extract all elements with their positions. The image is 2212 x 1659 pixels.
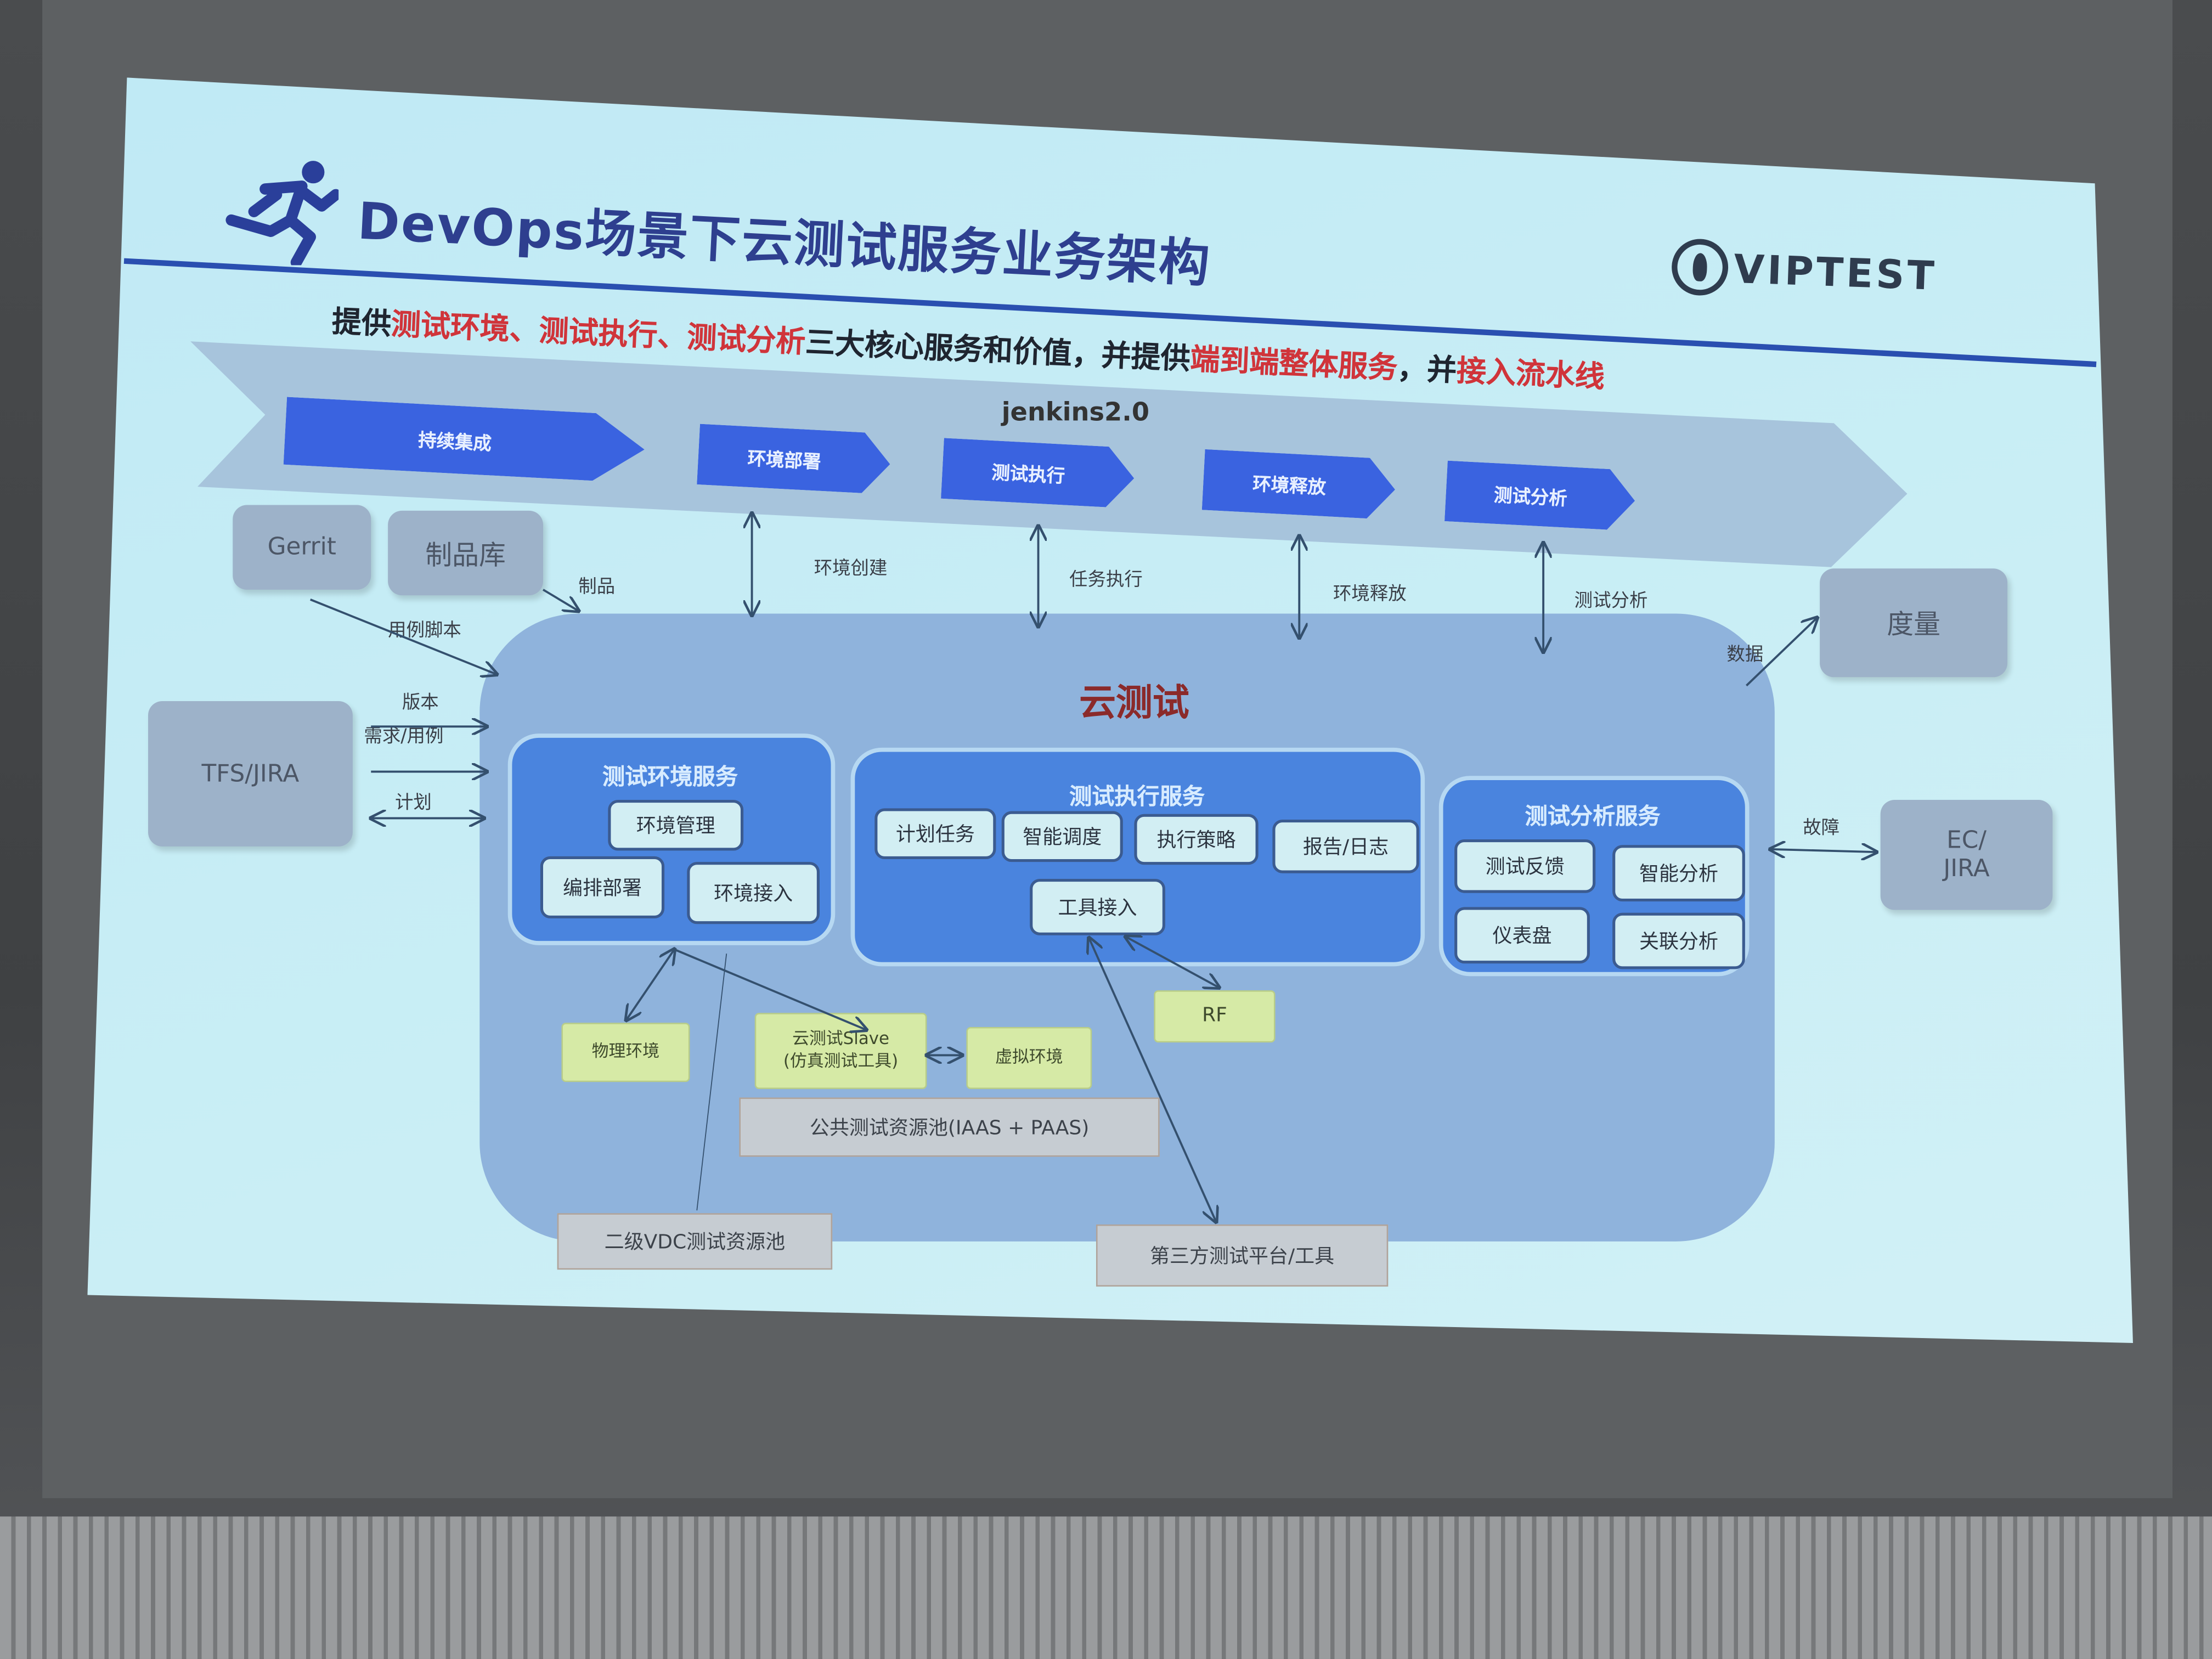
panel-title: 测试环境服务 xyxy=(602,763,738,790)
arrow-case-script xyxy=(309,599,496,674)
label-requirement-case: 需求/用例 xyxy=(364,726,444,748)
cloud-test-title: 云测试 xyxy=(1079,682,1189,725)
planned-task-box: 计划任务 xyxy=(874,808,996,859)
arrow-cloud-slave xyxy=(674,948,866,1030)
env-management-box: 环境管理 xyxy=(608,799,744,851)
label-case-script: 用例脚本 xyxy=(388,620,461,642)
arrow-fault xyxy=(1770,849,1876,852)
arrow-physical-env xyxy=(627,950,674,1020)
metrics-box: 度量 xyxy=(1820,568,2008,678)
dashboard-box: 仪表盘 xyxy=(1454,907,1590,964)
jenkins-label: jenkins2.0 xyxy=(1001,398,1150,428)
arrow-third-party xyxy=(1089,938,1216,1222)
tool-access-box: 工具接入 xyxy=(1030,878,1165,935)
smart-analysis-box: 智能分析 xyxy=(1612,845,1745,902)
ec-jira-box: EC/ JIRA xyxy=(1880,799,2053,910)
arrow-artifact xyxy=(542,589,578,611)
link-test-analysis: 测试分析 xyxy=(1574,591,1648,612)
vdc-resource-pool-box: 二级VDC测试资源池 xyxy=(557,1213,833,1270)
test-feedback-box: 测试反馈 xyxy=(1454,839,1596,893)
artifact-repo-box: 制品库 xyxy=(388,510,543,596)
test-analysis-service-panel: 测试分析服务 测试反馈 智能分析 仪表盘 关联分析 xyxy=(1438,776,1750,977)
link-task-exec: 任务执行 xyxy=(1069,569,1143,591)
link-env-create: 环境创建 xyxy=(814,558,888,580)
label-version: 版本 xyxy=(402,692,439,714)
running-man-icon xyxy=(225,161,339,266)
label-data: 数据 xyxy=(1726,645,1764,666)
exec-strategy-box: 执行策略 xyxy=(1134,814,1259,865)
tfs-jira-box: TFS/JIRA xyxy=(148,701,353,847)
label-artifact: 制品 xyxy=(578,577,616,599)
panel-title: 测试执行服务 xyxy=(1069,783,1205,810)
orchestration-deploy-box: 编排部署 xyxy=(540,856,665,918)
correlation-analysis-box: 关联分析 xyxy=(1612,912,1745,969)
arrow-data xyxy=(1746,618,1817,687)
window-blinds xyxy=(0,1516,2212,1659)
divider-line xyxy=(696,953,727,1211)
virtual-env-box: 虚拟环境 xyxy=(966,1026,1092,1090)
label-fault: 故障 xyxy=(1803,818,1840,839)
test-exec-service-panel: 测试执行服务 计划任务 智能调度 执行策略 报告/日志 工具接入 xyxy=(850,747,1425,967)
test-env-service-panel: 测试环境服务 环境管理 编排部署 环境接入 xyxy=(507,733,836,945)
smart-scheduling-box: 智能调度 xyxy=(1001,811,1123,862)
report-log-box: 报告/日志 xyxy=(1272,819,1419,873)
arrow-rf xyxy=(1126,936,1219,988)
link-env-release: 环境释放 xyxy=(1333,584,1407,606)
third-party-platform-box: 第三方测试平台/工具 xyxy=(1096,1224,1389,1287)
panel-title: 测试分析服务 xyxy=(1525,803,1661,830)
env-access-box: 环境接入 xyxy=(687,862,820,924)
cloud-slave-box: 云测试Slave (仿真测试工具) xyxy=(754,1013,927,1090)
physical-env-box: 物理环境 xyxy=(561,1023,690,1082)
gerrit-box: Gerrit xyxy=(233,505,371,590)
